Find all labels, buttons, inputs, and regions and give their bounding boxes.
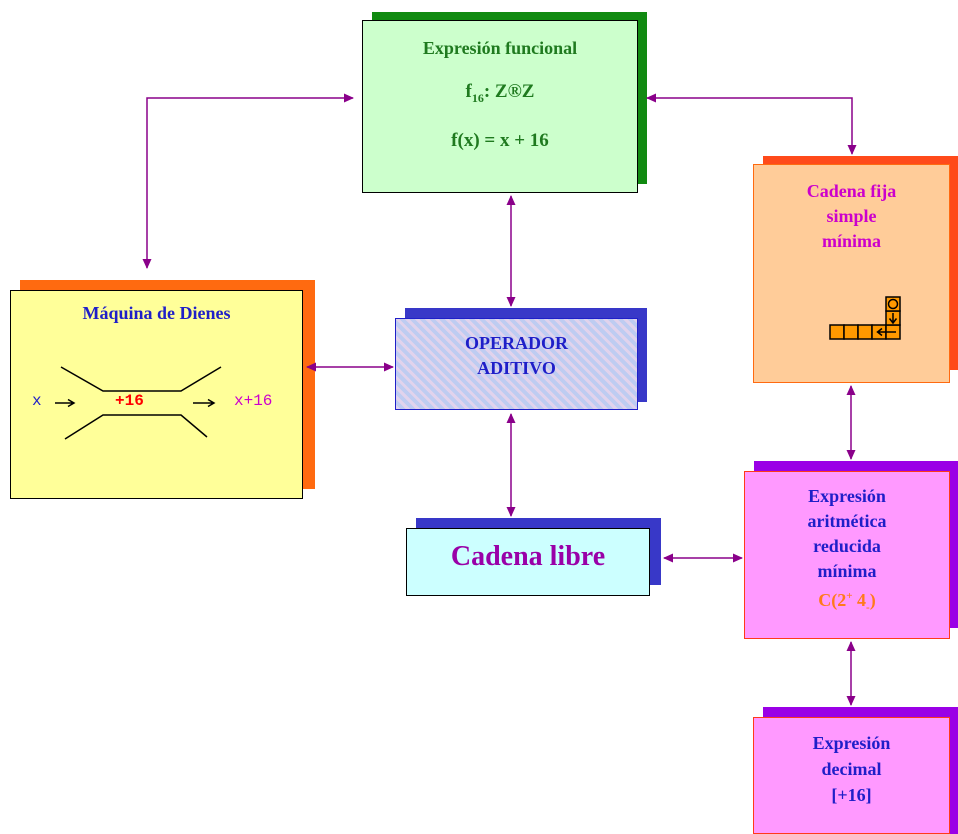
cadena-libre-label: Cadena libre	[450, 541, 606, 572]
function-formula: f(x) = x + 16	[451, 129, 549, 151]
aritmetica-line2: aritmética	[807, 511, 887, 531]
map-rest: : Z	[483, 81, 508, 102]
formula-sup: +	[846, 590, 853, 602]
maquina-dienes-box: Máquina de Dienes x +16 x+16	[10, 290, 303, 499]
formula-mid: 4	[852, 590, 867, 610]
map-f: f	[465, 81, 472, 102]
map-symbol: ®	[507, 81, 522, 102]
operador-line2: ADITIVO	[477, 358, 556, 378]
cadena-fija-chain-icon	[829, 296, 901, 340]
map-end: Z	[521, 81, 535, 102]
aritmetica-line3: reducida	[813, 536, 881, 556]
expresion-funcional-box: Expresión funcional f16: Z®Z f(x) = x + …	[362, 20, 638, 193]
cadena-fija-box: Cadena fija simple mínima	[753, 164, 950, 383]
decimal-line3: [+16]	[831, 785, 872, 805]
function-mapping: f16: Z®Z	[363, 81, 637, 106]
cadena-fija-line1: Cadena fija	[806, 181, 897, 201]
maquina-input: x	[32, 392, 42, 410]
formula-sub: -	[866, 601, 870, 614]
map-subscript: 16	[471, 90, 484, 105]
maquina-title: Máquina de Dienes	[82, 303, 231, 323]
cadena-fija-line2: simple	[826, 206, 877, 226]
decimal-line1: Expresión	[812, 733, 891, 753]
aritmetica-line1: Expresión	[808, 486, 886, 506]
maquina-output: x+16	[234, 392, 273, 410]
operador-aditivo-box: OPERADOR ADITIVO	[395, 318, 638, 410]
expresion-aritmetica-box: Expresión aritmética reducida mínima C(2…	[744, 471, 950, 639]
aritmetica-line4: mínima	[817, 561, 877, 581]
formula-end: )	[869, 590, 876, 610]
cadena-libre-box: Cadena libre	[406, 528, 650, 596]
operador-line1: OPERADOR	[465, 333, 568, 353]
arrow-maquina-funcional	[142, 93, 354, 269]
maquina-funnel-diagram	[55, 366, 222, 440]
expresion-decimal-box: Expresión decimal [+16]	[753, 717, 950, 834]
aritmetica-formula: C(2+ 4-)	[745, 584, 949, 621]
arrow-funcional-cadena-fija	[646, 93, 857, 155]
maquina-operation: +16	[115, 392, 144, 410]
decimal-line2: decimal	[821, 759, 882, 779]
formula-c: C(2	[818, 590, 847, 610]
cadena-fija-line3: mínima	[821, 231, 881, 251]
expresion-funcional-title: Expresión funcional	[422, 38, 578, 58]
